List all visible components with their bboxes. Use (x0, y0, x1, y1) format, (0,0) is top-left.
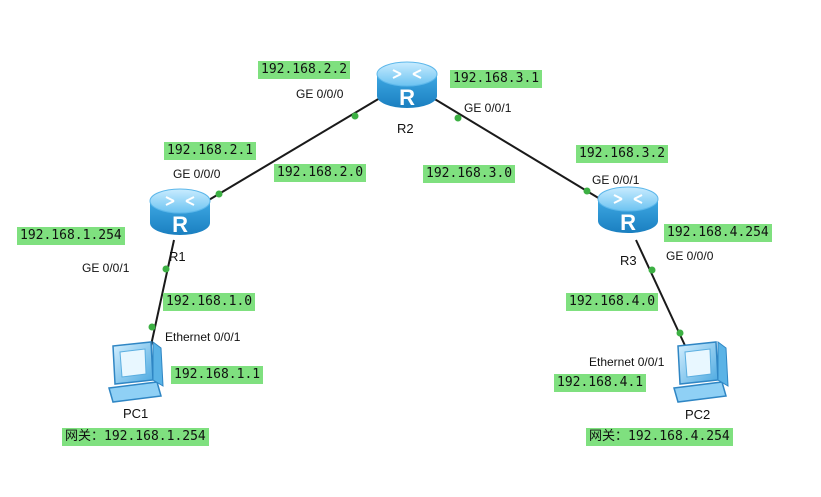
router-r2-glyph: R (399, 85, 415, 110)
r2-port-g000: GE 0/0/0 (296, 87, 344, 101)
endpoint-dot (351, 112, 359, 120)
ip-label-r2-right: 192.168.3.1 (450, 70, 543, 88)
pc1-port-eth: Ethernet 0/0/1 (165, 330, 241, 344)
network-label-4: 192.168.4.0 (566, 293, 659, 311)
ip-label-r3-top: 192.168.3.2 (576, 145, 669, 163)
endpoint-dot (148, 323, 156, 331)
endpoint-dot (162, 265, 170, 273)
pc1-icon[interactable] (108, 341, 164, 403)
r1-port-g000: GE 0/0/0 (173, 167, 221, 181)
endpoint-dot (676, 329, 684, 337)
router-r2-icon[interactable]: R (376, 61, 438, 110)
network-label-3: 192.168.3.0 (423, 165, 516, 183)
router-r3-label: R3 (620, 253, 637, 268)
pc2-port-eth: Ethernet 0/0/1 (589, 355, 665, 369)
endpoint-dot (583, 187, 591, 195)
router-r1-glyph: R (172, 212, 188, 237)
ip-label-pc1: 192.168.1.1 (171, 366, 264, 384)
endpoint-dot (454, 114, 462, 122)
link-r1-pc1 (149, 239, 175, 351)
r2-port-g001: GE 0/0/1 (464, 101, 512, 115)
ip-label-r3-right: 192.168.4.254 (664, 224, 772, 242)
router-r3-icon[interactable]: R (597, 186, 659, 235)
ip-label-r1-top: 192.168.2.1 (164, 142, 257, 160)
endpoint-dot (215, 190, 223, 198)
ip-label-pc2: 192.168.4.1 (554, 374, 647, 392)
link-r2-r3 (427, 94, 611, 206)
router-r2-label: R2 (397, 121, 414, 136)
pc2-label: PC2 (685, 407, 711, 422)
network-label-2: 192.168.2.0 (274, 164, 367, 182)
r3-port-g001: GE 0/0/1 (592, 173, 640, 187)
r3-port-g000: GE 0/0/0 (666, 249, 714, 263)
router-r3-glyph: R (620, 210, 636, 235)
gateway-label-pc2: 网关：192.168.4.254 (586, 428, 733, 446)
ip-label-r1-left: 192.168.1.254 (17, 227, 125, 245)
r1-port-g001: GE 0/0/1 (82, 261, 130, 275)
network-label-1: 192.168.1.0 (163, 293, 256, 311)
router-r1-label: R1 (169, 249, 186, 264)
pc1-label: PC1 (123, 406, 149, 421)
endpoint-dot (648, 266, 656, 274)
ip-label-r2-left: 192.168.2.2 (258, 61, 351, 79)
router-r1-icon[interactable]: R (149, 188, 211, 237)
gateway-label-pc1: 网关：192.168.1.254 (62, 428, 209, 446)
pc2-icon[interactable] (673, 341, 729, 403)
